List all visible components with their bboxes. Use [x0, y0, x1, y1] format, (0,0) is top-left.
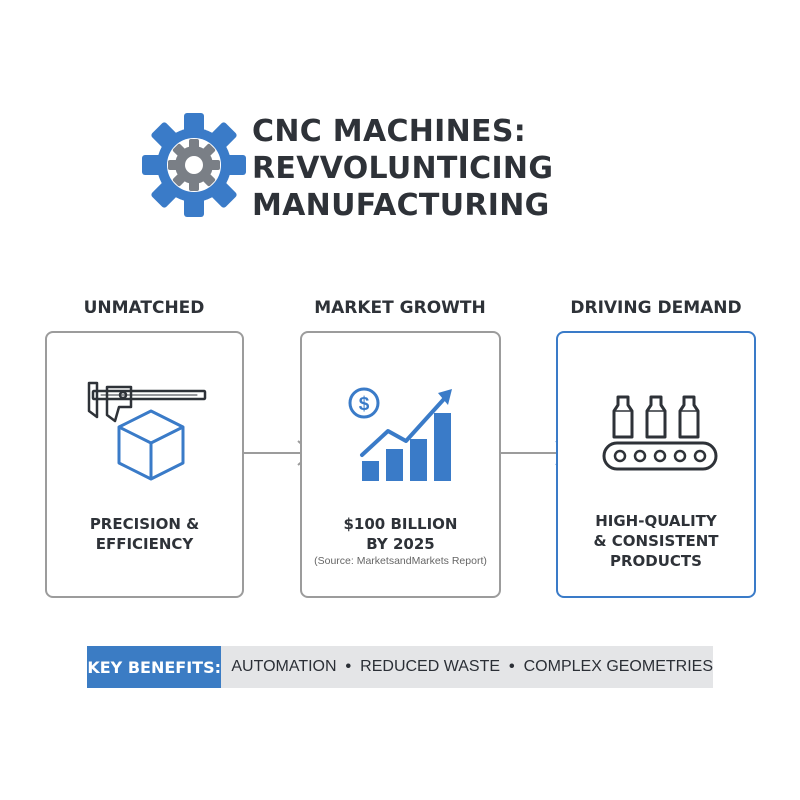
- benefit-separator: •: [509, 658, 515, 675]
- card-3-line-1: HIGH-QUALITY: [595, 512, 717, 530]
- card-1-line-2: EFFICIENCY: [95, 535, 194, 553]
- growth-chart-icon: $: [348, 387, 452, 481]
- card-precision: PRECISION & EFFICIENCY: [45, 331, 244, 598]
- heading-driving-demand: DRIVING DEMAND: [570, 298, 742, 318]
- svg-text:$: $: [359, 394, 370, 415]
- gear-icon: [142, 113, 246, 217]
- card-2-source: (Source: MarketsandMarkets Report): [314, 555, 487, 567]
- heading-market-growth: MARKET GROWTH: [314, 298, 486, 318]
- card-driving-demand: HIGH-QUALITY & CONSISTENT PRODUCTS: [556, 331, 756, 598]
- title-line-2: REVVOLUNTICING: [252, 151, 554, 186]
- card-1-line-1: PRECISION &: [89, 515, 200, 533]
- title-line-1: CNC MACHINES:: [252, 114, 527, 149]
- caliper-cube-icon: [87, 381, 207, 481]
- card-3-line-3: PRODUCTS: [610, 552, 702, 570]
- benefit-separator: •: [345, 658, 352, 675]
- benefit-item-complex-geometries: COMPLEX GEOMETRIES: [523, 658, 713, 675]
- title-line-3: MANUFACTURING: [252, 188, 550, 223]
- dollar-coin-icon: [348, 387, 380, 419]
- key-benefits-list: AUTOMATION • REDUCED WASTE • COMPLEX GEO…: [221, 646, 713, 688]
- page-title: CNC MACHINES: REVVOLUNTICING MANUFACTURI…: [252, 113, 553, 224]
- card-3-line-2: & CONSISTENT: [593, 532, 719, 550]
- benefit-item-reduced-waste: REDUCED WASTE: [360, 658, 501, 675]
- card-1-text: PRECISION & EFFICIENCY: [47, 514, 242, 554]
- key-benefits-label: KEY BENEFITS:: [87, 646, 222, 688]
- card-2-line-1: $100 BILLION: [343, 515, 458, 533]
- card-2-text: $100 BILLION BY 2025: [302, 514, 499, 554]
- card-3-text: HIGH-QUALITY & CONSISTENT PRODUCTS: [558, 511, 754, 571]
- title-block: CNC MACHINES: REVVOLUNTICING MANUFACTURI…: [140, 105, 660, 225]
- card-market-growth: $ $100 BILLION BY 2025 (Source: Marketsa…: [300, 331, 501, 598]
- benefit-item-automation: AUTOMATION: [231, 658, 337, 675]
- key-benefits-bar: KEY BENEFITS: AUTOMATION • REDUCED WASTE…: [87, 646, 713, 688]
- card-2-line-2: BY 2025: [366, 535, 435, 553]
- heading-unmatched: UNMATCHED: [83, 298, 205, 318]
- conveyor-icon: [602, 395, 718, 471]
